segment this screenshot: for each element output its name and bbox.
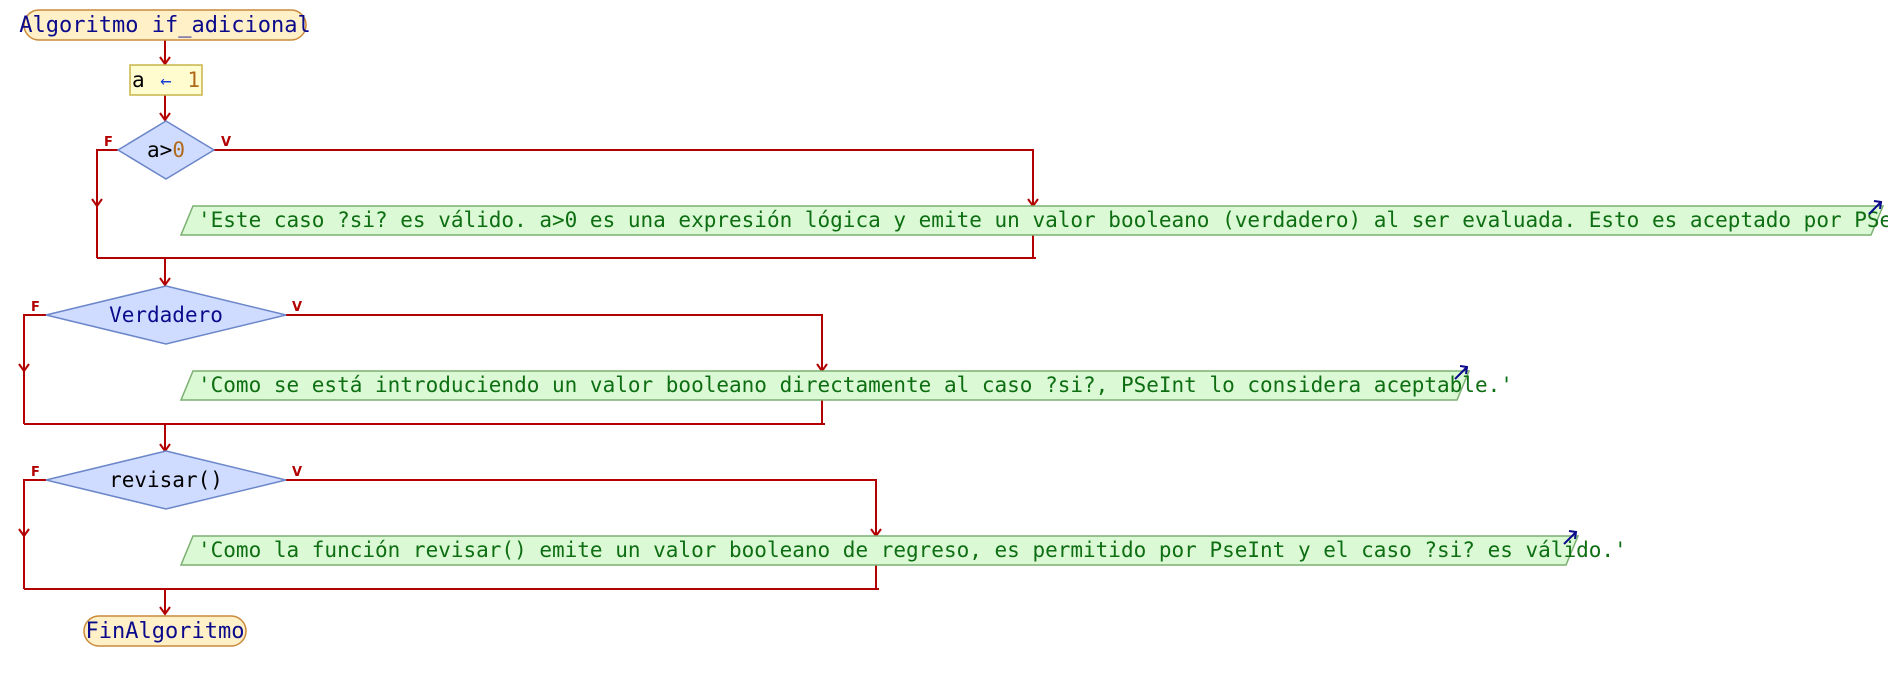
end-label: FinAlgoritmo xyxy=(86,619,245,644)
assignment-value: 1 xyxy=(187,68,200,92)
condition-2-false-label: F xyxy=(31,300,40,315)
condition-2-diamond xyxy=(45,285,287,345)
arrowhead-end xyxy=(159,606,171,616)
flow-lines xyxy=(18,40,1039,616)
end-terminal[interactable]: FinAlgoritmo xyxy=(83,615,247,647)
end-terminal-shape xyxy=(83,615,247,647)
arrowhead-cond2-false xyxy=(18,363,30,373)
condition-3-true-label: V xyxy=(292,465,302,480)
assignment-block[interactable]: a ← 1 xyxy=(129,64,203,96)
output-3-shape xyxy=(179,535,1580,566)
condition-3-expression: revisar() xyxy=(109,468,223,492)
output-3[interactable]: 'Como la función revisar() emite un valo… xyxy=(179,530,1627,566)
condition-3-false-label: F xyxy=(31,465,40,480)
arrowhead-cond2 xyxy=(159,277,171,287)
arrowhead-cond1-false xyxy=(91,198,103,208)
start-terminal-shape xyxy=(23,9,307,41)
condition-1-true-label: V xyxy=(221,135,231,150)
condition-2-expression: Verdadero xyxy=(109,303,223,327)
condition-3[interactable]: revisar() F V xyxy=(31,450,302,510)
output-1[interactable]: 'Este caso ?si? es válido. a>0 es una ex… xyxy=(179,200,1888,236)
condition-3-diamond xyxy=(45,450,287,510)
assignment-variable: a xyxy=(132,68,145,92)
output-arrow-icon xyxy=(1868,200,1883,215)
cond3-false-branch xyxy=(23,479,46,589)
condition-2[interactable]: Verdadero F V xyxy=(31,285,302,345)
start-label: Algoritmo if_adicional xyxy=(19,13,310,38)
condition-1-diamond xyxy=(116,120,216,180)
cond1-false-branch xyxy=(96,149,118,258)
start-terminal[interactable]: Algoritmo if_adicional xyxy=(19,9,311,41)
condition-1[interactable]: a>0 F V xyxy=(104,120,231,180)
output-3-text: 'Como la función revisar() emite un valo… xyxy=(198,538,1627,562)
arrowhead-cond1 xyxy=(159,112,171,122)
output-arrow-icon xyxy=(1563,530,1578,545)
condition-1-expression: a>0 xyxy=(147,138,185,162)
condition-1-false-label: F xyxy=(104,135,113,150)
condition-1-expression-number: 0 xyxy=(172,138,185,162)
output-2-shape xyxy=(179,370,1471,401)
assignment-operator: ← xyxy=(160,70,171,92)
output-2[interactable]: 'Como se está introduciendo un valor boo… xyxy=(179,365,1513,401)
output-1-shape xyxy=(179,205,1885,236)
condition-1-expression-prefix: a> xyxy=(147,138,172,162)
arrowhead-cond3-false xyxy=(18,528,30,538)
arrowhead-start xyxy=(159,56,171,66)
output-2-text: 'Como se está introduciendo un valor boo… xyxy=(198,373,1513,397)
output-arrow-icon xyxy=(1454,365,1469,380)
cond1-true-branch xyxy=(214,149,1034,206)
cond2-true-branch xyxy=(286,314,823,371)
cond2-false-branch xyxy=(23,314,46,424)
assignment-text: a ← 1 xyxy=(132,68,200,92)
output-1-text: 'Este caso ?si? es válido. a>0 es una ex… xyxy=(198,208,1888,232)
condition-2-true-label: V xyxy=(292,300,302,315)
assignment-shape xyxy=(129,64,203,96)
cond3-true-branch xyxy=(286,479,877,536)
